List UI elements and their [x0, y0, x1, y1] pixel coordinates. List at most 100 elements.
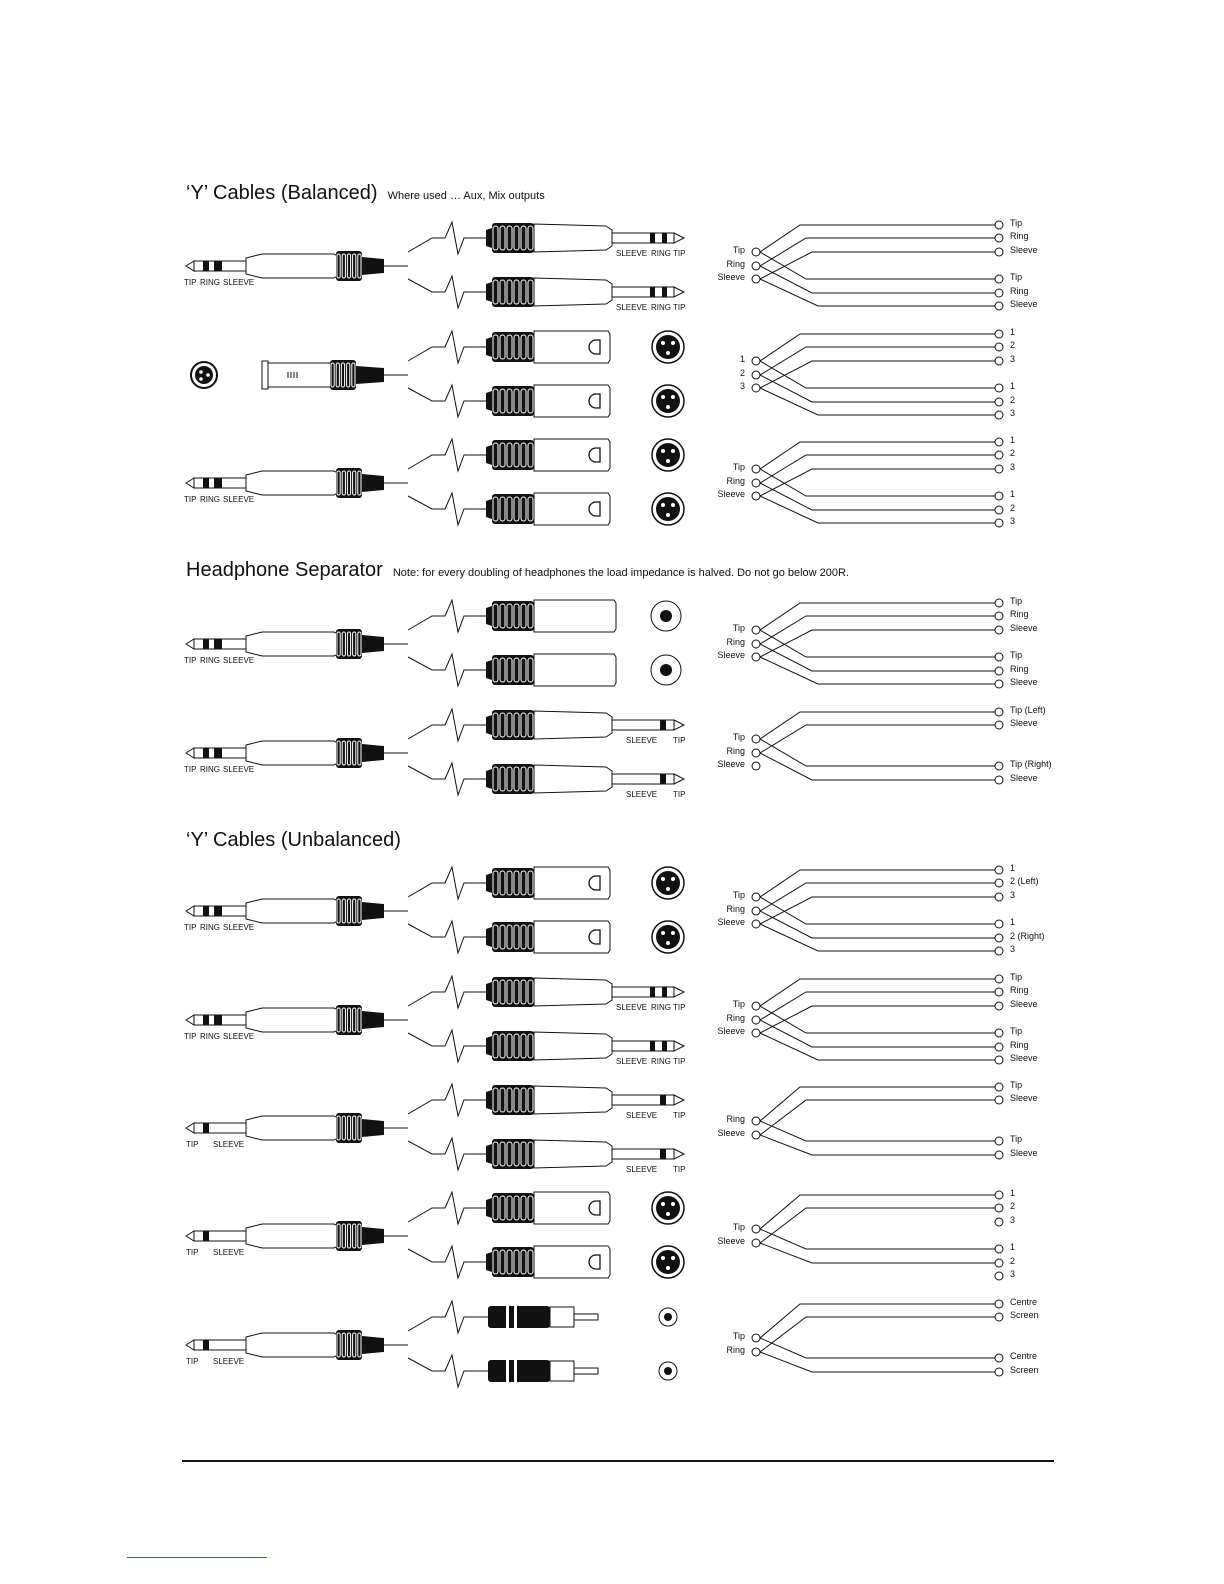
wiring-terminal [994, 1042, 1004, 1052]
wiring-line [759, 265, 995, 294]
wiring-diagram [751, 1082, 1004, 1160]
plug-tip [185, 1014, 195, 1026]
grip-rib [352, 898, 357, 924]
xlr-face-icon [651, 384, 685, 418]
grip-rib [352, 1332, 357, 1358]
wiring-right-label: 2 (Left) [1010, 876, 1039, 886]
xlr-pin [206, 373, 210, 377]
grip-rib [492, 1249, 499, 1275]
grip-rib [499, 279, 506, 305]
grip-rib [346, 631, 352, 657]
wiring-terminal [994, 1299, 1004, 1309]
cable-drawing [185, 1082, 1004, 1172]
grip-rib [492, 334, 499, 360]
wiring-right-label: 2 [1010, 1256, 1016, 1266]
jack-tip [673, 1148, 686, 1160]
plug-ring [214, 478, 222, 488]
cable-wire [407, 274, 490, 310]
wiring-right-label: Sleeve [1010, 1093, 1038, 1103]
wiring-terminal [994, 1258, 1004, 1268]
xlr-face-icon [651, 1191, 685, 1225]
wiring-diagram [751, 974, 1004, 1065]
grip-body [492, 1247, 534, 1277]
wiring-right-label: Tip [1010, 650, 1023, 660]
xlr-latch-button [588, 393, 601, 409]
grip-rib [520, 924, 527, 950]
jack-barrel [533, 277, 613, 307]
plug-ring [203, 1015, 209, 1025]
wiring-terminal [994, 1271, 1004, 1281]
wiring-line [759, 1351, 995, 1373]
grip-rib [352, 740, 357, 766]
wiring-line [759, 629, 995, 658]
grip-rib [513, 603, 520, 629]
plug-boot [362, 1336, 384, 1354]
grip-body [492, 601, 534, 631]
wiring-line [759, 495, 995, 524]
grip-rib [506, 712, 513, 738]
grip-rib [513, 334, 520, 360]
cable-drawing [185, 598, 1004, 689]
grip-rib [492, 712, 499, 738]
grip-body [492, 1139, 534, 1169]
cable-wire [407, 491, 490, 527]
branch-label-tip: TIP [673, 1003, 686, 1012]
section-note: Where used … Aux, Mix outputs [387, 190, 545, 202]
wiring-terminal [751, 1347, 761, 1357]
grip-rib [527, 924, 534, 950]
footer-link-underline[interactable] [127, 1557, 267, 1558]
grip-rib [499, 334, 506, 360]
plug-tip [185, 1122, 195, 1134]
branch-label-sleeve: SLEEVE [616, 1003, 648, 1012]
xlr-female-barrel [533, 1245, 611, 1279]
wiring-line [759, 454, 995, 484]
grip-rib [527, 979, 534, 1005]
grip-rib [499, 870, 506, 896]
wiring-right-label: Ring [1010, 664, 1029, 674]
xlr-female-barrel [533, 330, 611, 364]
plug-label-ring: RING [200, 1032, 220, 1041]
branch-connector-xlr [486, 1245, 685, 1279]
cable-wire [407, 220, 490, 256]
wiring-terminal [994, 1001, 1004, 1011]
xlr-pin [671, 503, 675, 507]
wiring-line [759, 629, 995, 658]
wiring-left-label: Tip [732, 999, 745, 1009]
grip-rib [527, 279, 534, 305]
branch-label-sleeve: SLEEVE [626, 790, 658, 799]
wiring-terminal [994, 437, 1004, 447]
wiring-right-label: Tip [1010, 1134, 1023, 1144]
grip-body [492, 710, 534, 740]
branch-boot [486, 1144, 492, 1164]
xlr-pin [671, 877, 675, 881]
branch-label-ring: RING [651, 303, 671, 312]
grip-rib [346, 898, 352, 924]
wiring-terminal [751, 906, 761, 916]
jack-tip [673, 719, 686, 731]
plug-barrel [245, 1223, 341, 1249]
xlr-face-icon [651, 920, 685, 954]
cable-wire [407, 1244, 490, 1280]
wiring-right-label: Sleeve [1010, 245, 1038, 255]
y-split-wires [384, 1190, 490, 1280]
plug-barrel [245, 470, 341, 496]
grip-rib [527, 603, 534, 629]
wiring-right-label: Screen [1010, 1310, 1039, 1320]
grip-rib [513, 924, 520, 950]
grip-rib [352, 253, 357, 279]
plug-tip [185, 260, 195, 272]
plug-label-ring: RING [200, 765, 220, 774]
wiring-terminal [751, 247, 761, 257]
branch-label-tip: TIP [673, 1165, 686, 1174]
grip-body [492, 922, 534, 952]
xlr-latch-button [588, 1254, 601, 1270]
main-plug-trs [185, 629, 384, 659]
plug-label-tip: TIP [184, 656, 197, 665]
y-split-wires [384, 329, 490, 419]
wiring-terminal [994, 342, 1004, 352]
wiring-line [759, 923, 995, 952]
grip-rib [527, 1141, 534, 1167]
branch-boot [486, 1252, 492, 1272]
jack-ring [660, 720, 666, 730]
